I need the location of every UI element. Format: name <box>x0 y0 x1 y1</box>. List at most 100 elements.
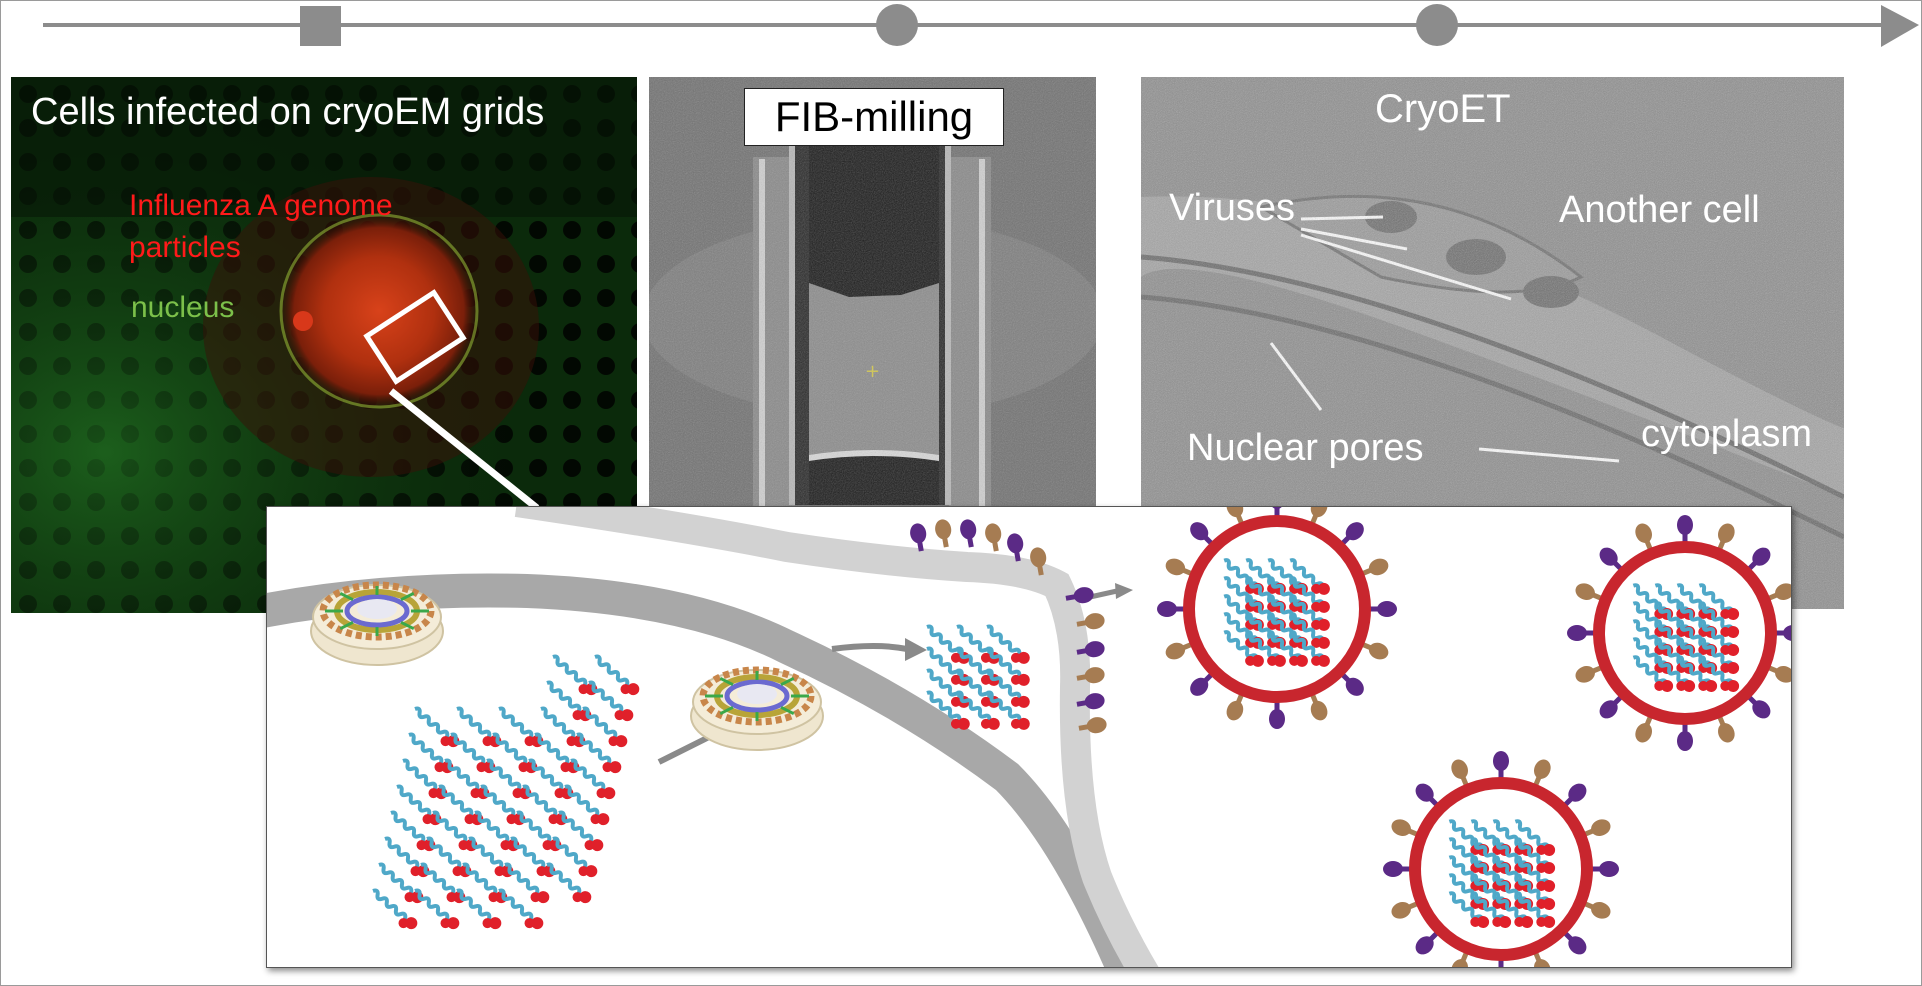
glycoprotein-spike <box>1717 715 1735 743</box>
glycoprotein-spike <box>1369 601 1397 617</box>
glycoprotein-spike <box>1717 523 1735 551</box>
glycoprotein-spike <box>1340 672 1364 696</box>
glycoprotein-spike <box>1635 715 1653 743</box>
rnp-particle <box>1289 612 1330 649</box>
rnp-particle <box>576 732 622 774</box>
glycoprotein-spike <box>1391 901 1419 919</box>
glycoprotein-spike <box>1533 951 1551 967</box>
glycoprotein-spike <box>1677 723 1693 751</box>
plasma-membrane <box>514 507 1159 967</box>
label-influenza-genome-line2: particles <box>129 231 241 264</box>
rnp-particle <box>588 680 634 722</box>
rnp-particle <box>1470 891 1512 928</box>
glycoprotein-spike <box>935 519 952 548</box>
panel-title-cells-infected: Cells infected on cryoEM grids <box>31 91 545 133</box>
rnp-particle <box>456 706 502 748</box>
timeline-arrowhead <box>1881 5 1919 47</box>
glycoprotein-spike <box>1076 667 1105 684</box>
label-viruses: Viruses <box>1169 187 1296 229</box>
glycoprotein-spike <box>1309 693 1328 721</box>
glycoprotein-spike <box>1562 930 1587 955</box>
glycoprotein-spike <box>1269 701 1285 729</box>
rnp-particle <box>552 654 598 696</box>
rnp-particle <box>1676 655 1718 692</box>
budding-arrowhead <box>1115 583 1133 599</box>
rnp-particle <box>986 646 1030 686</box>
label-influenza-genome: Influenza A genome particles <box>129 185 393 269</box>
glycoprotein-spike <box>985 523 1002 552</box>
rnp-particle <box>1514 873 1556 910</box>
rnp-particle <box>1698 619 1740 656</box>
glycoprotein-spike <box>1309 507 1328 525</box>
timeline-circle-marker <box>876 4 918 46</box>
rnp-particle <box>1698 583 1740 620</box>
glycoprotein-spike <box>1498 959 1504 967</box>
rnp-particle <box>1632 655 1674 692</box>
glycoprotein-spike <box>1226 507 1245 525</box>
glycoprotein-spike <box>1575 583 1603 601</box>
glycoprotein-spike <box>1583 819 1611 837</box>
rnp-particle <box>1514 819 1556 856</box>
virion <box>1157 507 1397 729</box>
glycoprotein-spike <box>1190 672 1214 696</box>
nuclear-pore-complex <box>310 581 444 666</box>
rnp-particle <box>582 706 628 748</box>
glycoprotein-spike <box>1383 861 1411 877</box>
timeline <box>43 4 1919 47</box>
glycoprotein-spike <box>1533 759 1551 787</box>
panel-title-fib-milling: FIB-milling <box>774 93 974 140</box>
rnp-particle <box>552 836 598 878</box>
rnp-particle <box>1223 630 1264 667</box>
glycoprotein-spike <box>1190 522 1214 546</box>
glycoprotein-spike <box>1599 547 1624 572</box>
rnp-particle <box>1698 601 1740 638</box>
transport-arrowhead <box>905 638 927 661</box>
glycoprotein-spike <box>1746 694 1771 719</box>
rnp-particle <box>1514 837 1556 874</box>
rnp-particle <box>1698 637 1740 674</box>
rnp-particle <box>498 706 544 748</box>
rnp-particle <box>1289 594 1330 631</box>
virion <box>1567 515 1791 751</box>
glycoprotein-spike <box>1567 625 1595 641</box>
glycoprotein-spike <box>1451 759 1469 787</box>
label-nucleus: nucleus <box>131 291 235 324</box>
glycoprotein-spike <box>910 523 927 552</box>
label-another-cell: Another cell <box>1559 189 1760 231</box>
glycoprotein-spike <box>1746 547 1771 572</box>
glycoprotein-spike <box>1575 665 1603 683</box>
rnp-particle <box>414 706 460 748</box>
rnp-particle <box>1654 655 1696 692</box>
glycoprotein-spike <box>1272 507 1282 517</box>
rnp-particle <box>1514 855 1556 892</box>
fluorescence-panel: Cells infected on cryoEM grids Influenza… <box>11 77 637 613</box>
glycoprotein-spike <box>1076 641 1105 658</box>
glycoprotein-spike <box>1361 641 1389 660</box>
glycoprotein-spike <box>1157 601 1185 617</box>
label-cytoplasm: cytoplasm <box>1641 413 1813 455</box>
glycoprotein-spike <box>1599 694 1624 719</box>
glycoprotein-spike <box>1635 523 1653 551</box>
virion <box>1383 751 1619 967</box>
rnp-particle <box>1267 630 1308 667</box>
rnp-particle <box>1289 558 1330 595</box>
glycoprotein-spike <box>1451 951 1469 967</box>
glycoprotein-spike <box>1165 558 1193 577</box>
rnp-particle <box>1289 576 1330 613</box>
glycoprotein-spike <box>1775 625 1791 641</box>
label-influenza-genome-line1: Influenza A genome <box>129 189 393 222</box>
glycoprotein-spike <box>1677 515 1693 543</box>
rnp-particle <box>1448 891 1490 928</box>
panel-title-cryoet: CryoET <box>1375 87 1511 131</box>
schematic-inset <box>266 506 1792 968</box>
rnp-particle <box>564 784 610 826</box>
glycoprotein-spike <box>1007 533 1024 562</box>
rnp-particle <box>558 810 604 852</box>
glycoprotein-spike <box>1767 665 1791 683</box>
label-nuclear-pores: Nuclear pores <box>1187 427 1424 469</box>
glycoprotein-spike <box>1076 613 1105 630</box>
rnp-particle <box>546 862 592 904</box>
glycoprotein-spike <box>1415 930 1440 955</box>
glycoprotein-spike <box>1583 901 1611 919</box>
